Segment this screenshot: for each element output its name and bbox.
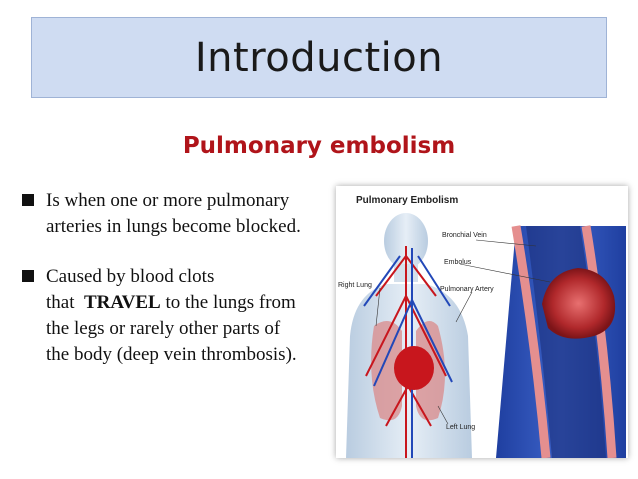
label-right-lung: Right Lung (338, 282, 372, 289)
label-leaders (375, 239, 551, 425)
emphasis-travel: TRAVEL (84, 292, 161, 313)
label-left-lung: Left Lung (446, 424, 476, 431)
bullet-line: the body (deep vein thrombosis). (46, 344, 297, 365)
bullet-text: to the lungs from (160, 292, 296, 313)
pulmonary-embolism-illustration: Pulmonary Embolism Bronchial Vein Embolu… (336, 186, 628, 458)
bullet-line: Is when one or more pulmonary (46, 190, 290, 211)
square-bullet-icon (22, 270, 34, 282)
heart (394, 346, 434, 390)
bullet-line: Caused by blood clots (46, 266, 215, 287)
square-bullet-icon (22, 194, 34, 206)
bullet-line: that TRAVEL to the lungs from (46, 290, 342, 316)
embolus-clot (542, 268, 616, 339)
right-lung (371, 321, 402, 421)
label-embolus: Embolus (444, 259, 472, 266)
bullet-list: Is when one or more pulmonary arteries i… (22, 188, 342, 392)
bullet-line: the legs or rarely other parts of (46, 318, 281, 339)
label-pulmonary-artery: Pulmonary Artery (440, 286, 494, 293)
title-banner: Introduction (31, 17, 607, 98)
vessel-cross-section (496, 225, 626, 458)
figure-title: Pulmonary Embolism (356, 195, 459, 206)
bullet-text: that (46, 292, 84, 313)
bullet-item: Caused by blood clots that TRAVEL to the… (22, 264, 342, 368)
bullet-item: Is when one or more pulmonary arteries i… (22, 188, 342, 240)
anatomy-illustration (346, 213, 626, 458)
slide-subtitle: Pulmonary embolism (182, 133, 456, 159)
body-silhouette (346, 213, 472, 458)
label-bronchial-vein: Bronchial Vein (442, 232, 487, 239)
slide-title: Introduction (194, 34, 444, 81)
bullet-line: arteries in lungs become blocked. (46, 216, 301, 237)
